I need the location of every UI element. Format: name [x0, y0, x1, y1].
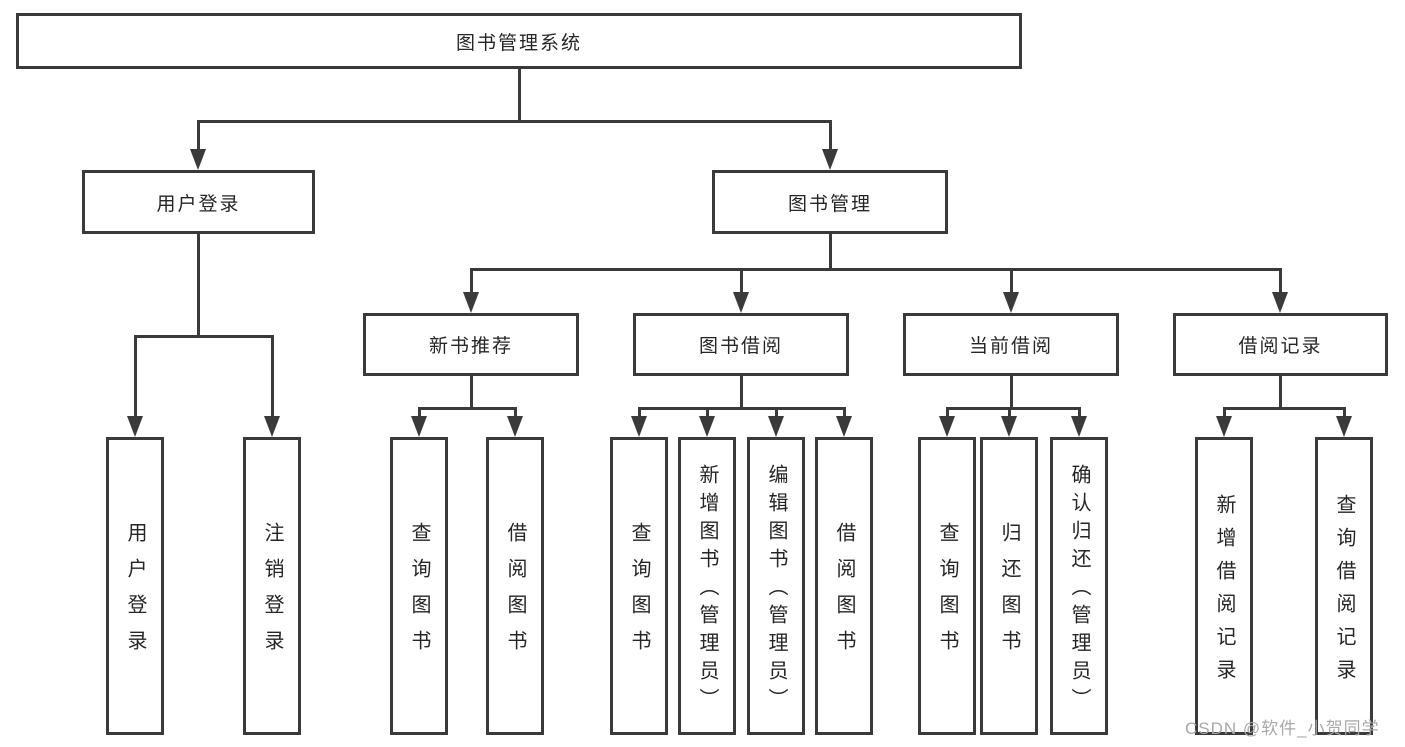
node-root-label: 图书管理系统 — [455, 32, 582, 54]
connector-stem-leaf — [638, 407, 641, 417]
node-book-management-label: 图书管理 — [787, 193, 872, 215]
connector-stem-leaf — [1008, 407, 1011, 417]
arrowhead-down-icon — [836, 416, 852, 437]
node-new-book-recommend: 新书推荐 — [363, 313, 579, 376]
node-leaf-query-books-recommend-label: 查询图书 — [408, 522, 430, 666]
node-leaf-user-login: 用户登录 — [106, 437, 164, 735]
connector-userlogin-stem — [197, 234, 200, 337]
connector-stem-level3 — [470, 268, 473, 294]
connector-recommend-hbar — [418, 407, 517, 410]
node-leaf-user-login-label: 用户登录 — [124, 522, 146, 666]
connector-stem-leaf — [514, 407, 517, 417]
arrowhead-down-icon — [507, 416, 523, 437]
connector-stem-leaf — [1343, 407, 1346, 417]
node-leaf-logout: 注销登录 — [243, 437, 301, 735]
connector-stem-level3 — [1279, 268, 1282, 294]
node-leaf-edit-books-admin: 编辑图书（管理员） — [747, 437, 805, 735]
arrowhead-down-icon — [699, 416, 715, 437]
node-leaf-logout-label: 注销登录 — [261, 522, 283, 666]
node-leaf-add-books-admin: 新增图书（管理员） — [678, 437, 736, 735]
node-user-login: 用户登录 — [82, 170, 315, 234]
connector-stem-leaf — [1223, 407, 1226, 417]
arrowhead-down-icon — [264, 416, 280, 437]
node-user-login-label: 用户登录 — [156, 193, 241, 215]
connector-recommend-stem — [470, 376, 473, 409]
connector-current-stem — [1010, 376, 1013, 409]
node-leaf-confirm-return-admin-label: 确认归还（管理员） — [1068, 464, 1090, 716]
node-leaf-confirm-return-admin: 确认归还（管理员） — [1050, 437, 1108, 735]
connector-root-stem — [518, 69, 521, 121]
node-leaf-query-books-current: 查询图书 — [918, 437, 976, 735]
arrowhead-down-icon — [733, 292, 749, 313]
connector-borrowing-stem — [740, 376, 743, 409]
connector-stem-leaf — [271, 335, 274, 417]
connector-bookmgmt-hbar — [470, 268, 1282, 271]
connector-stem-leaf — [775, 407, 778, 417]
node-leaf-query-borrow-record: 查询借阅记录 — [1315, 437, 1373, 735]
connector-userlogin-hbar — [134, 335, 274, 338]
arrowhead-down-icon — [190, 149, 206, 170]
node-book-management: 图书管理 — [712, 170, 948, 234]
node-root-library-management-system: 图书管理系统 — [16, 13, 1022, 69]
connector-stem-level3 — [740, 268, 743, 294]
node-leaf-query-books-borrowing-label: 查询图书 — [628, 522, 650, 666]
node-current-borrowing-label: 当前借阅 — [968, 336, 1053, 357]
node-borrowing-records-label: 借阅记录 — [1238, 336, 1323, 357]
connector-stem-leaf — [418, 407, 421, 417]
arrowhead-down-icon — [1272, 292, 1288, 313]
node-leaf-return-books-label: 归还图书 — [998, 522, 1020, 666]
connector-stem-user-login — [197, 120, 200, 152]
node-leaf-edit-books-admin-label: 编辑图书（管理员） — [765, 464, 787, 716]
connector-stem-leaf — [843, 407, 846, 417]
node-leaf-borrow-books-recommend: 借阅图书 — [486, 437, 544, 735]
connector-records-stem — [1279, 376, 1282, 409]
node-book-borrowing-label: 图书借阅 — [698, 336, 783, 357]
connector-stem-leaf — [946, 407, 949, 417]
node-leaf-return-books: 归还图书 — [980, 437, 1038, 735]
node-new-book-recommend-label: 新书推荐 — [428, 336, 513, 357]
arrowhead-down-icon — [631, 416, 647, 437]
arrowhead-down-icon — [127, 416, 143, 437]
arrowhead-down-icon — [1071, 416, 1087, 437]
arrowhead-down-icon — [463, 292, 479, 313]
node-current-borrowing: 当前借阅 — [903, 313, 1119, 376]
arrowhead-down-icon — [411, 416, 427, 437]
node-leaf-query-books-borrowing: 查询图书 — [610, 437, 668, 735]
connector-records-hbar — [1223, 407, 1346, 410]
arrowhead-down-icon — [939, 416, 955, 437]
connector-stem-book-management — [829, 120, 832, 152]
arrowhead-down-icon — [768, 416, 784, 437]
node-leaf-query-borrow-record-label: 查询借阅记录 — [1333, 493, 1355, 692]
connector-bookmgmt-stem — [829, 234, 832, 270]
connector-stem-leaf — [134, 335, 137, 417]
arrowhead-down-icon — [1336, 416, 1352, 437]
node-leaf-query-books-current-label: 查询图书 — [936, 522, 958, 666]
node-leaf-add-books-admin-label: 新增图书（管理员） — [696, 464, 718, 716]
arrowhead-down-icon — [822, 149, 838, 170]
node-leaf-add-borrow-record-label: 新增借阅记录 — [1213, 493, 1235, 692]
node-leaf-query-books-recommend: 查询图书 — [390, 437, 448, 735]
node-leaf-add-borrow-record: 新增借阅记录 — [1195, 437, 1253, 735]
connector-stem-level3 — [1010, 268, 1013, 294]
connector-root-hbar — [197, 120, 832, 123]
node-borrowing-records: 借阅记录 — [1173, 313, 1388, 376]
arrowhead-down-icon — [1001, 416, 1017, 437]
node-leaf-borrow-books-recommend-label: 借阅图书 — [504, 522, 526, 666]
connector-borrowing-hbar — [638, 407, 846, 410]
arrowhead-down-icon — [1003, 292, 1019, 313]
connector-current-hbar — [946, 407, 1081, 410]
csdn-watermark: CSDN @软件_小贺同学 — [1185, 719, 1380, 738]
node-leaf-borrow-books-borrowing-label: 借阅图书 — [833, 522, 855, 666]
node-leaf-borrow-books-borrowing: 借阅图书 — [815, 437, 873, 735]
node-book-borrowing: 图书借阅 — [633, 313, 849, 376]
arrowhead-down-icon — [1216, 416, 1232, 437]
connector-stem-leaf — [706, 407, 709, 417]
connector-stem-leaf — [1078, 407, 1081, 417]
